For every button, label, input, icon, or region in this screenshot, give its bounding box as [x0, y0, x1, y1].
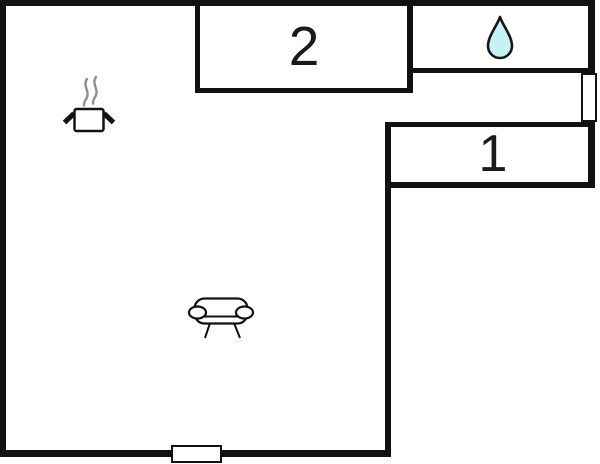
wall-outer-left: [0, 0, 6, 457]
wall-living-right: [385, 122, 391, 457]
window-opening-right: [581, 73, 597, 122]
wall-room2-bath-divider: [407, 0, 413, 93]
cooking-pot-icon: [62, 75, 116, 133]
water-drop-icon: [486, 15, 514, 60]
water-drop-shape: [486, 15, 514, 60]
sofa-armrest-left: [187, 305, 208, 320]
wall-bath-bottom: [407, 68, 595, 73]
pot-body: [73, 107, 105, 133]
wall-room1-top: [385, 122, 595, 127]
sofa-leg-right: [233, 322, 241, 339]
sofa-leg-left: [204, 322, 211, 339]
wall-room1-bottom: [385, 182, 595, 188]
door-opening-bottom: [171, 445, 222, 463]
wall-room2-left: [195, 0, 200, 93]
wall-outer-top: [0, 0, 595, 6]
pot-handle-left: [62, 111, 76, 125]
sofa-armrest-right: [234, 305, 255, 320]
steam-line-left: [82, 77, 89, 107]
room-1-label: 1: [478, 125, 508, 183]
room-2-label: 2: [288, 15, 320, 77]
sofa-icon: [187, 297, 255, 339]
steam-line-right: [91, 75, 98, 105]
pot-handle-right: [102, 111, 116, 125]
wall-room2-bottom: [195, 88, 413, 93]
